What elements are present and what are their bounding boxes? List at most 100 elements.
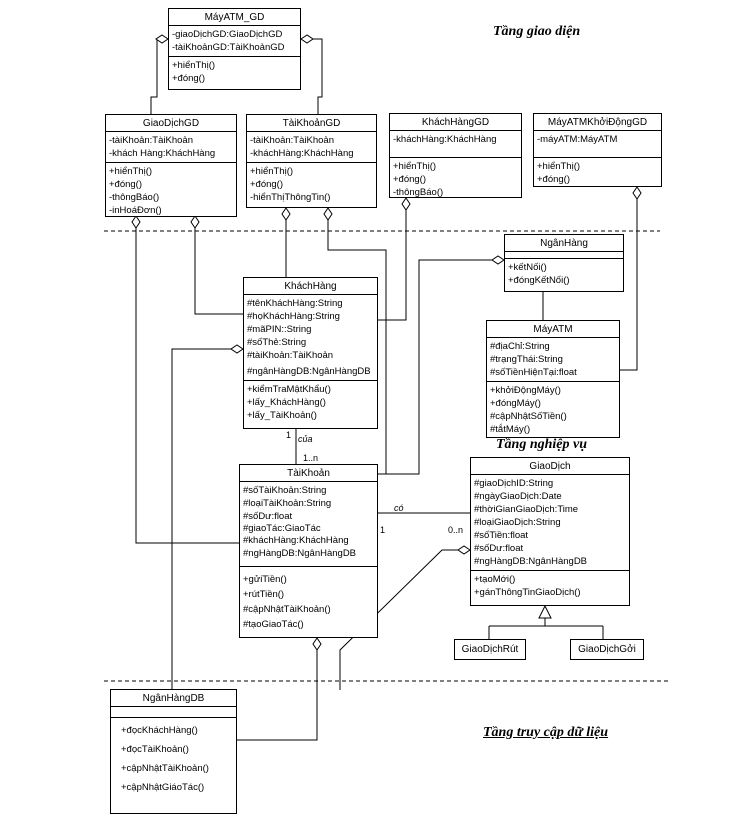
class-mayatm-gd: MáyATM_GD -giaoDịchGD:GiaoDịchGD -tàiKho… (168, 8, 301, 90)
class-giaodich-rut: GiaoDịchRút (454, 639, 526, 660)
attributes (111, 707, 236, 718)
operation: -hiểnThịThôngTin() (250, 192, 331, 203)
mult-tk-gd-right: 0..n (448, 525, 464, 535)
diamond-mayatmgd-right (300, 34, 314, 44)
attributes: -tàiKhoản:TàiKhoản -kháchHàng:KháchHàng (247, 132, 376, 163)
operation: -thôngBáo() (109, 192, 160, 203)
operations: +gửiTiền() +rútTiền() #cậpNhậtTàiKhoản()… (240, 567, 377, 633)
operation: +đóngMáy() (490, 398, 541, 409)
attributes: #địaChỉ:String #trạngThái:String #sốTiền… (487, 338, 619, 382)
operations: +hiểnThị() +đóng() (534, 158, 661, 188)
agg-khachhanggd-khachhang (378, 210, 407, 321)
attribute: #giaoTác:GiaoTác (243, 523, 321, 534)
class-giaodich-gd: GiaoDịchGD -tàiKhoản:TàiKhoản -khách Hàn… (105, 114, 237, 217)
operations: +hiểnThị() +đóng() (169, 57, 300, 87)
class-name: NgânHàng (505, 235, 623, 252)
agg-khachhang-nganhangdb (171, 348, 231, 689)
attribute: -tàiKhoản:TàiKhoản (250, 135, 334, 146)
class-name: GiaoDịchGởi (578, 644, 636, 655)
agg-nganhang-taikhoan (378, 259, 492, 475)
operation: +rútTiền() (243, 589, 285, 600)
class-name: KháchHàng (244, 278, 377, 295)
agg-mayatmkdgd-mayatm (620, 197, 638, 371)
assoc-label-cua: của (298, 434, 313, 444)
operation: +đóng() (172, 73, 206, 84)
diamond-khachhanggd (401, 197, 411, 211)
attribute: -giaoDịchGD:GiaoDịchGD (172, 29, 283, 40)
class-name: GiaoDịchRút (461, 644, 519, 655)
agg-giaodichgd-taikhoan (135, 226, 239, 544)
attribute: #giaoDịchID:String (474, 478, 554, 489)
operations: +tạoMới() +gánThôngTinGiaoDịch() (471, 571, 629, 601)
attribute: -khách Hàng:KháchHàng (109, 148, 216, 159)
operation: +hiểnThị() (172, 60, 216, 71)
attribute: #sốTàiKhoản:String (243, 485, 327, 496)
attributes: #tênKháchHàng:String #họKháchHàng:String… (244, 295, 377, 381)
operation: +đóng() (537, 174, 571, 185)
operation: +đọcKháchHàng() (121, 725, 198, 736)
attribute: #mãPIN::String (247, 324, 312, 335)
operation: +hiểnThị() (109, 166, 153, 177)
attribute: #ngHàngDB:NgânHàngDB (243, 548, 357, 559)
attributes (505, 252, 623, 259)
class-name: MáyATM_GD (169, 9, 300, 26)
diamond-giaodichgd-1 (190, 215, 200, 229)
operations: +hiểnThị() +đóng() -thôngBáo() (390, 158, 521, 201)
attributes: -kháchHàng:KháchHàng (390, 131, 521, 158)
diamond-giaodich-nganhangdb (457, 545, 471, 555)
agg-giaodich-nganhangdb (339, 549, 458, 690)
attribute: -kháchHàng:KháchHàng (250, 148, 354, 159)
attribute: #họKháchHàng:String (247, 311, 340, 322)
class-name: NgânHàngDB (111, 690, 236, 707)
class-giaodich-gui: GiaoDịchGởi (570, 639, 644, 660)
attributes: #giaoDịchID:String #ngàyGiaoDịch:Date #t… (471, 475, 629, 571)
class-name: GiaoDịch (471, 458, 629, 475)
layer-label-interface: Tầng giao diện (493, 24, 581, 39)
operation: +đóng() (109, 179, 143, 190)
operations: +hiểnThị() +đóng() -thôngBáo() -inHoáĐơn… (106, 163, 236, 219)
operation: +lấy_TàiKhoản() (247, 410, 317, 421)
operation: +hiểnThị() (537, 161, 581, 172)
diamond-taikhoan-nganhangdb (312, 637, 322, 651)
operation: +khởiĐộngMáy() (490, 385, 561, 396)
diamond-taikhoangd-1 (323, 207, 333, 221)
operations: +khởiĐộngMáy() +đóngMáy() #cậpNhậtSốTiền… (487, 382, 619, 438)
mult-kh-tk-bottom: 1..n (303, 453, 319, 463)
operation: +kiểmTraMậtKhẩu() (247, 384, 331, 395)
attributes: #sốTàiKhoản:String #loạiTàiKhoản:String … (240, 482, 377, 567)
agg-mayatmgd-taikhoangd (301, 38, 323, 114)
agg-mayatmgd-giaodichgd (150, 38, 164, 114)
layer-label-business: Tầng nghiệp vụ (496, 437, 588, 452)
attribute: #ngânHàngDB:NgânHàngDB (247, 366, 371, 377)
attribute: #sốThẻ:String (247, 337, 307, 348)
diamond-taikhoangd-2 (281, 207, 291, 221)
operations: +kiểmTraMậtKhẩu() +lấy_KháchHàng() +lấy_… (244, 381, 377, 424)
attributes: -máyATM:MáyATM (534, 131, 661, 158)
class-taikhoan-gd: TàiKhoảnGD -tàiKhoản:TàiKhoản -kháchHàng… (246, 114, 377, 208)
attribute: #sốDư:float (474, 543, 524, 554)
class-taikhoan: TàiKhoản #sốTàiKhoản:String #loạiTàiKhoả… (239, 464, 378, 638)
operation: #cậpNhậtTàiKhoản() (243, 604, 331, 615)
operation: -inHoáĐơn() (109, 205, 162, 216)
attribute: #loạiTàiKhoản:String (243, 498, 332, 509)
operation: +đóng() (250, 179, 284, 190)
operation: -thôngBáo() (393, 187, 444, 198)
class-name: MáyATMKhởiĐộngGD (534, 114, 661, 131)
operation: +gửiTiền() (243, 574, 287, 585)
class-name: TàiKhoảnGD (247, 115, 376, 132)
mult-tk-gd-left: 1 (380, 525, 386, 535)
attribute: -tàiKhoảnGD:TàiKhoảnGD (172, 42, 285, 53)
attribute: #ngàyGiaoDịch:Date (474, 491, 562, 502)
attribute: #tàiKhoản:TàiKhoản (247, 350, 334, 361)
diamond-khachhang-nganhangdb (230, 344, 244, 354)
operation: #cậpNhậtSốTiền() (490, 411, 567, 422)
class-khachhang-gd: KháchHàngGD -kháchHàng:KháchHàng +hiểnTh… (389, 113, 522, 198)
attribute: #tênKháchHàng:String (247, 298, 343, 309)
operation: +hiểnThị() (250, 166, 294, 177)
attribute: #sốTiềnHiệnTại:float (490, 367, 577, 378)
operation: +lấy_KháchHàng() (247, 397, 326, 408)
attributes: -tàiKhoản:TàiKhoản -khách Hàng:KháchHàng (106, 132, 236, 163)
diamond-nganhang (491, 255, 505, 265)
